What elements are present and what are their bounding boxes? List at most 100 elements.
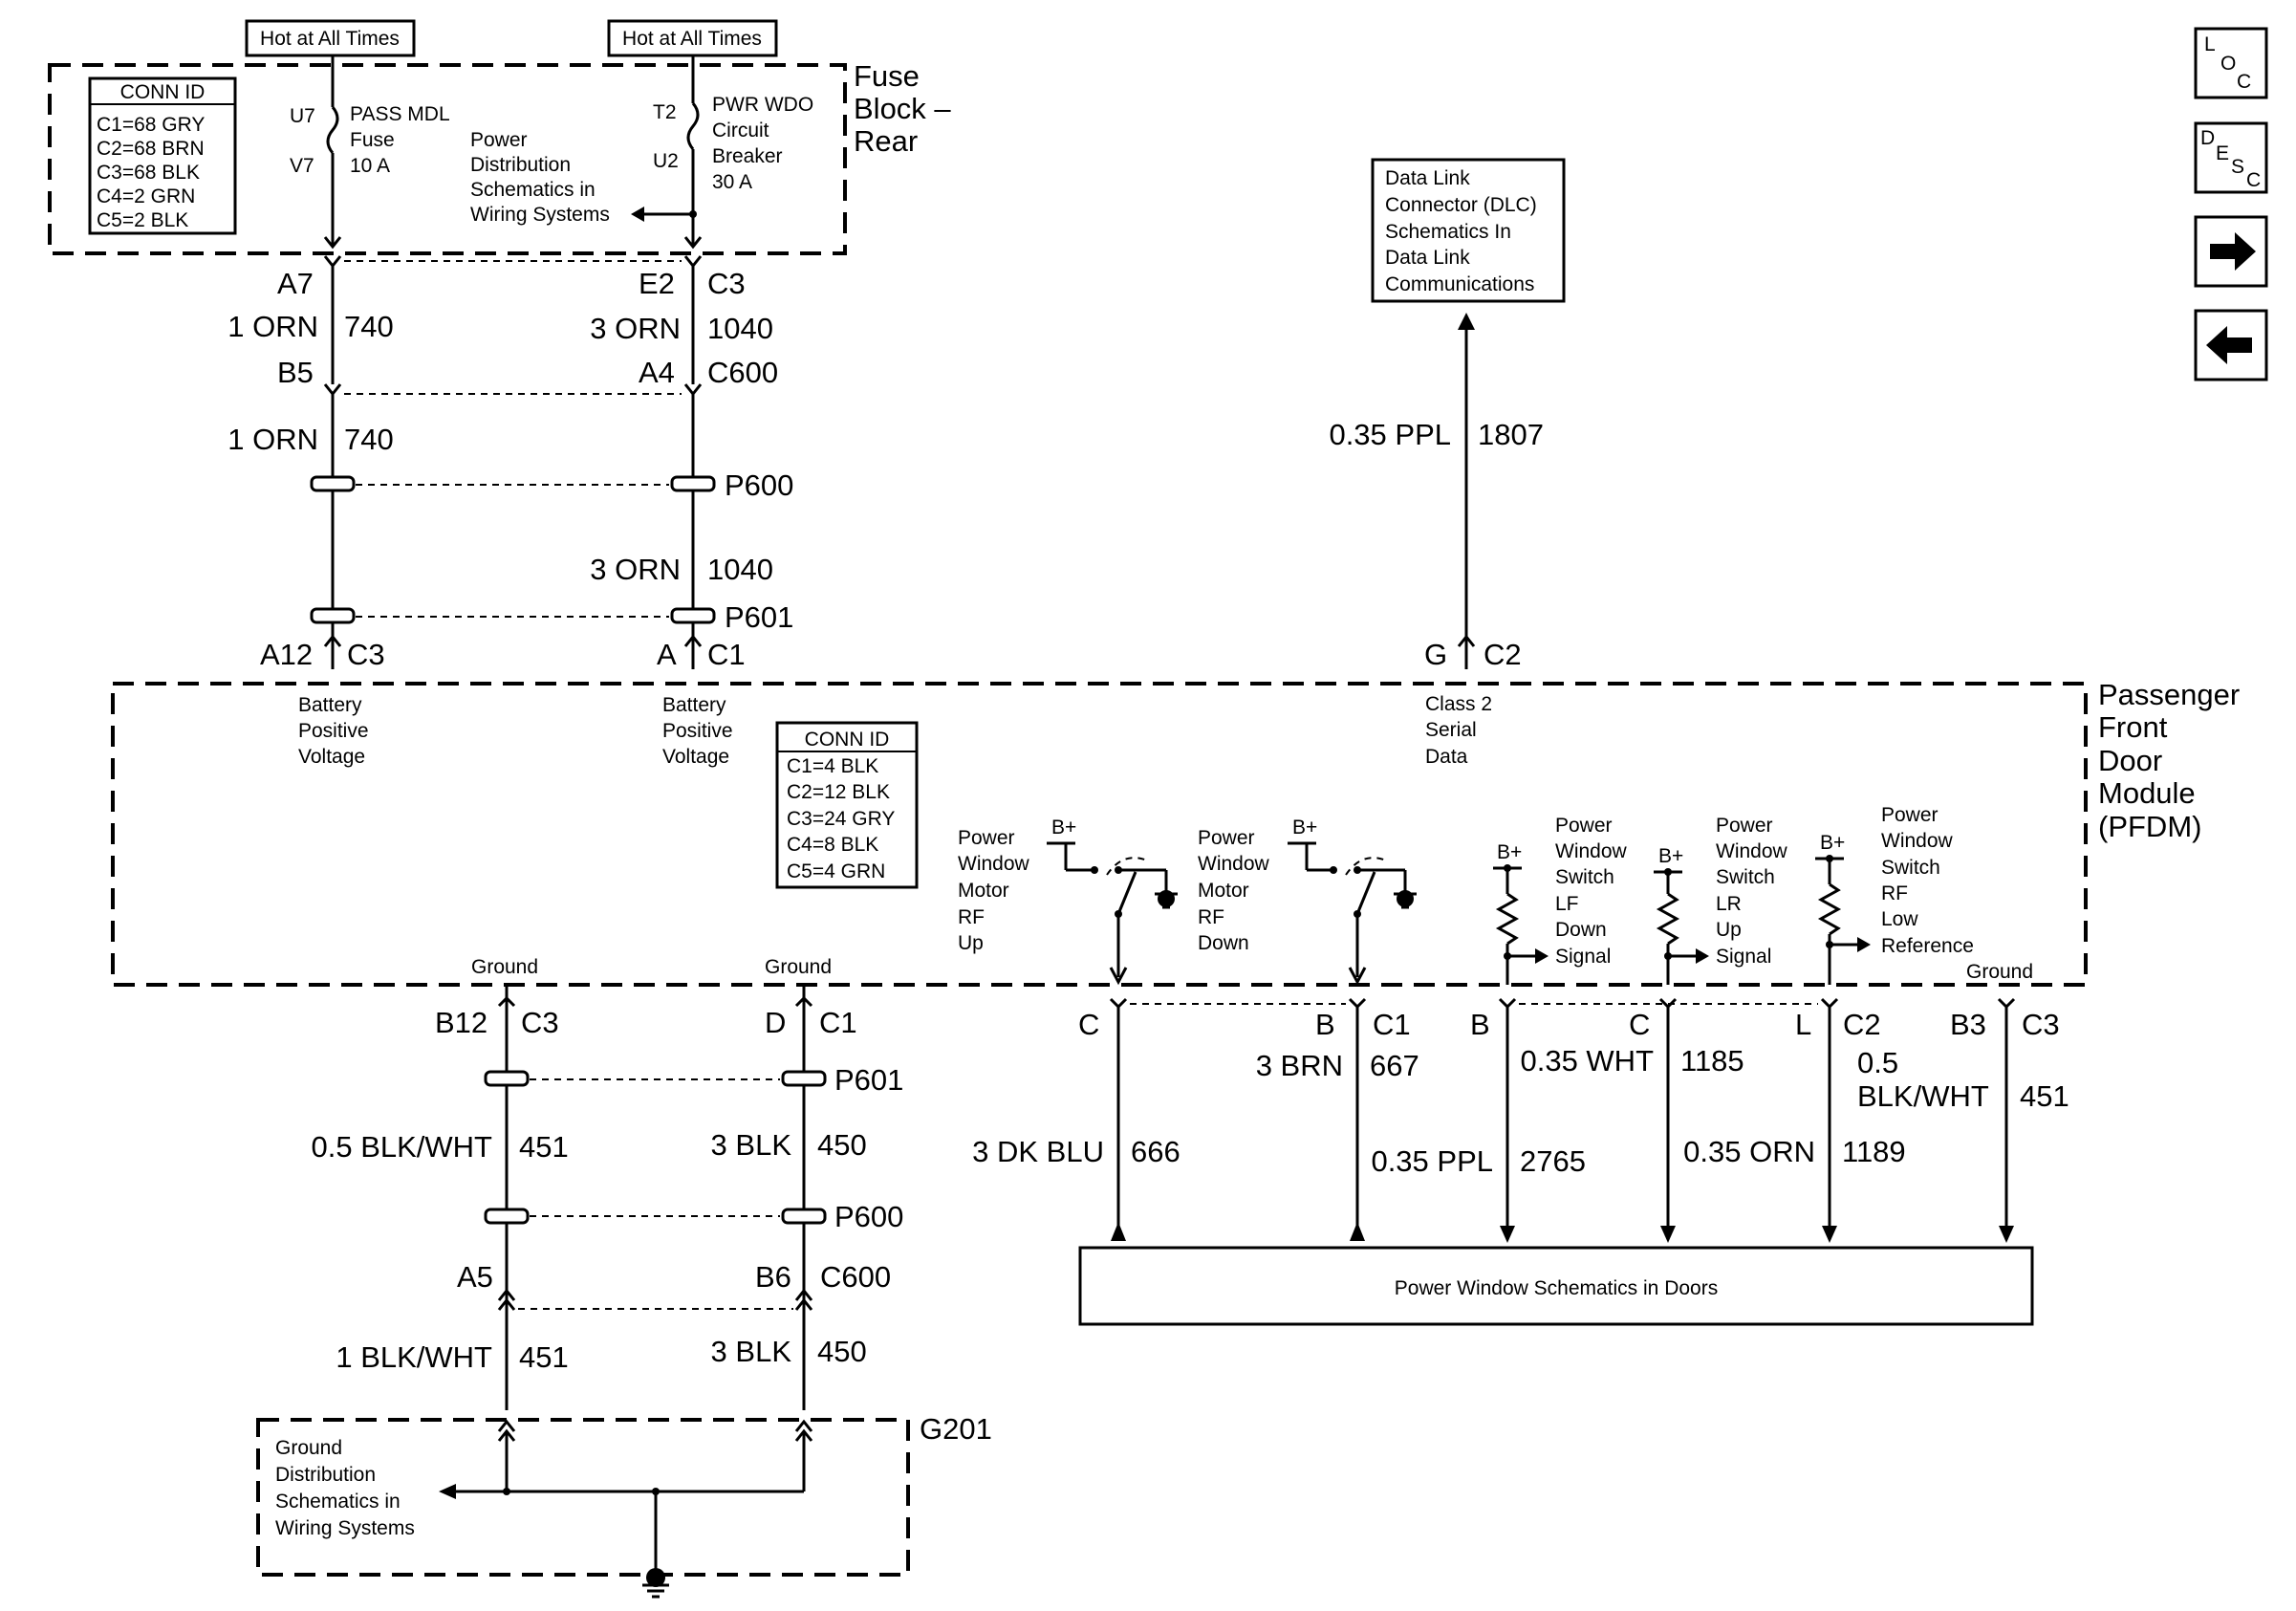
svg-text:Switch: Switch [1555,866,1614,888]
module-conn-id-table: CONN ID C1=4 BLK C2=12 BLK C3=24 GRY C4=… [775,721,919,889]
svg-text:Distribution: Distribution [470,154,571,176]
wire-667-circuit: 667 [1370,1049,1419,1082]
svg-text:O: O [2220,53,2236,75]
motor-rf-down-label: Power Window Motor RF Down [1198,827,1270,954]
svg-text:Window: Window [1198,853,1270,875]
svg-text:Window: Window [1881,830,1954,852]
svg-text:Positive: Positive [662,720,733,742]
svg-text:E: E [2216,142,2229,164]
svg-text:Schematics in: Schematics in [275,1491,401,1513]
conn-c2-module-top: C2 [1484,638,1522,671]
svg-text:Ground: Ground [275,1437,342,1459]
fuse-pin-u7: U7 [290,105,315,127]
breaker-pin-t2: T2 [653,101,677,123]
fuse-block-conn-id-table: CONN ID C1=68 GRY C2=68 BRN C3=68 BLK C4… [88,76,237,235]
svg-text:C1=4 BLK: C1=4 BLK [787,755,878,777]
pfdm-module-outline [111,682,2088,987]
wire-451-output-color-2: BLK/WHT [1857,1079,1989,1113]
svg-text:Down: Down [1555,919,1607,941]
svg-text:CONN ID: CONN ID [120,81,206,103]
pin-b-c2: B [1470,1008,1490,1041]
switch-lf-down-pullup-symbol: B+ [1493,841,1549,985]
svg-text:B+: B+ [1820,832,1845,854]
pin-b6: B6 [755,1260,791,1294]
svg-text:Up: Up [1716,919,1742,941]
svg-text:Schematics in: Schematics in [470,179,596,201]
svg-text:Door: Door [2098,744,2162,777]
svg-text:Reference: Reference [1881,935,1974,957]
splice-p600-upper: P600 [725,468,793,502]
svg-text:RF: RF [958,906,985,928]
wire-451-color-lower: 1 BLK/WHT [336,1340,492,1374]
wire-451-circuit-lower: 451 [519,1340,569,1374]
svg-text:B+: B+ [1292,816,1317,838]
svg-text:30 A: 30 A [712,171,752,193]
svg-text:Circuit: Circuit [712,120,769,142]
pin-l-c2: L [1795,1008,1811,1041]
loc-button[interactable]: L O C [2194,27,2268,99]
svg-text:C4=8 BLK: C4=8 BLK [787,834,878,856]
power-distribution-reference: Power Distribution Schematics in Wiring … [470,129,610,226]
next-page-button[interactable] [2194,215,2268,288]
svg-text:C3=68 BLK: C3=68 BLK [97,162,200,184]
splice-p601-lower: P601 [834,1063,903,1097]
wire-666-circuit: 666 [1131,1135,1180,1168]
pin-g: G [1424,638,1447,671]
pin-a-module: A [657,638,677,671]
motor-rf-down-relay-symbol: B+ [1288,816,1417,986]
wire-1185-circuit: 1185 [1680,1044,1744,1078]
wire-1040-color-upper: 3 ORN [590,312,681,345]
svg-text:C3=24 GRY: C3=24 GRY [787,808,895,830]
wire-667-color: 3 BRN [1256,1049,1343,1082]
desc-button[interactable]: D E S C [2194,121,2268,194]
svg-text:Distribution: Distribution [275,1464,376,1486]
conn-c2-outputs: C2 [1843,1008,1881,1041]
svg-text:Power: Power [1881,804,1939,826]
power-window-schematics-in-doors-box [1078,1246,2034,1326]
wire-740-color-lower: 1 ORN [227,423,318,456]
svg-text:Fuse: Fuse [350,129,395,151]
ground-label-left: Ground [471,956,538,978]
svg-text:C1=68 GRY: C1=68 GRY [97,114,205,136]
pin-b12: B12 [435,1006,487,1039]
breaker-pin-u2: U2 [653,150,679,172]
switch-rf-low-reference-symbol: B+ [1815,832,1871,985]
g201-ground-box-outline [256,1418,910,1577]
svg-text:Class 2: Class 2 [1425,693,1492,715]
svg-text:Passenger: Passenger [2098,678,2240,711]
wire-2765-color: 0.35 PPL [1371,1144,1493,1178]
ground-distribution-reference: Ground Distribution Schematics in Wiring… [275,1437,415,1539]
dlc-reference-box [1371,158,1566,303]
previous-page-button[interactable] [2194,309,2268,381]
fuse-pin-v7: V7 [290,155,314,177]
battery-positive-voltage-left: Battery Positive Voltage [298,694,369,768]
svg-text:L: L [2204,33,2216,55]
svg-text:Down: Down [1198,932,1249,954]
right-arrow-icon [2210,232,2256,271]
pass-mdl-fuse-symbol [326,106,339,154]
pass-mdl-fuse-label: PASS MDL Fuse 10 A [350,103,450,177]
switch-lf-down-signal-label: Power Window Switch LF Down Signal [1555,815,1628,968]
pin-c-c1: C [1078,1008,1099,1041]
wire-451-output-color-1: 0.5 [1857,1046,1898,1079]
svg-text:Schematics In: Schematics In [1385,221,1511,243]
pin-d: D [765,1006,786,1039]
pfdm-module-title: Passenger Front Door Module (PFDM) [2098,678,2240,843]
svg-text:C2=12 BLK: C2=12 BLK [787,781,890,803]
svg-text:Connector (DLC): Connector (DLC) [1385,194,1537,216]
svg-text:Data: Data [1425,746,1468,768]
pin-a5: A5 [457,1260,493,1294]
svg-text:B+: B+ [1658,845,1683,867]
svg-text:S: S [2231,156,2244,178]
svg-text:D: D [2200,127,2215,149]
wire-1807-color: 0.35 PPL [1329,418,1451,451]
svg-text:Low: Low [1881,908,1918,930]
svg-text:Power: Power [1716,815,1773,837]
svg-text:Power: Power [958,827,1015,849]
conn-c600-lower: C600 [820,1260,891,1294]
svg-text:CONN ID: CONN ID [805,729,890,751]
conn-c1-module-top: C1 [707,638,746,671]
fuse-block-title: Fuse Block – Rear [854,59,951,158]
svg-text:Power: Power [1555,815,1613,837]
power-window-schematics-in-doors-label: Power Window Schematics in Doors [1395,1277,1718,1299]
